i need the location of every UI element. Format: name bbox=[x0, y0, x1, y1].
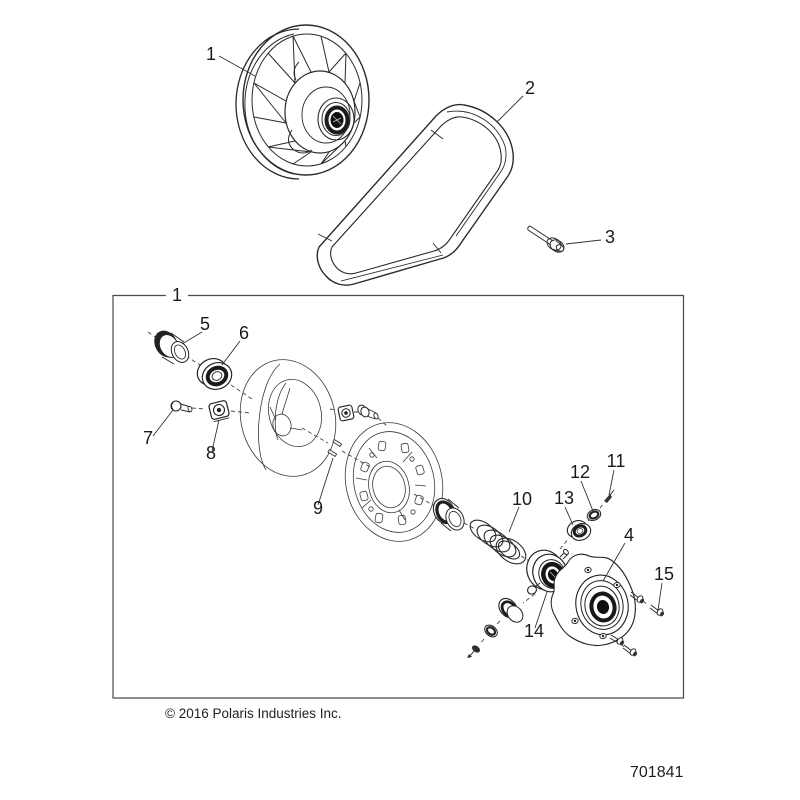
lower-hardware-drawing bbox=[467, 597, 524, 658]
callout-15-screw: 15 bbox=[654, 564, 674, 584]
retainer-clip-drawing bbox=[604, 489, 615, 503]
washer-drawing bbox=[586, 508, 602, 522]
spacer-bushing-drawing bbox=[432, 497, 465, 532]
callout-8-nut: 8 bbox=[206, 443, 216, 463]
cover-plate-drawing bbox=[550, 553, 636, 647]
callout-3-bolt: 3 bbox=[605, 227, 615, 247]
callout-13-bearing: 13 bbox=[554, 488, 574, 508]
callout-12-washer: 12 bbox=[570, 462, 590, 482]
sheave-disc-drawing bbox=[239, 359, 337, 477]
callout-9-pin: 9 bbox=[313, 498, 323, 518]
callout-14-housing: 14 bbox=[524, 621, 544, 641]
copyright-text: © 2016 Polaris Industries Inc. bbox=[165, 706, 342, 721]
drawing-number: 701841 bbox=[630, 764, 683, 781]
pins-drawing bbox=[327, 439, 343, 458]
small-bearing-drawing bbox=[566, 520, 592, 541]
callout-7-plug: 7 bbox=[143, 428, 153, 448]
callout-1-assembly: 1 bbox=[172, 285, 182, 305]
assembly-box bbox=[112, 294, 685, 699]
bushing-drawing bbox=[154, 330, 190, 365]
plug-drawing bbox=[170, 400, 193, 413]
callout-10-spring: 10 bbox=[512, 489, 532, 509]
callout-4-cover: 4 bbox=[624, 525, 634, 545]
callout-1-pulley: 1 bbox=[206, 44, 216, 64]
cover-bolts-drawing bbox=[609, 591, 665, 657]
callout-5-bushing: 5 bbox=[200, 314, 210, 334]
callout-11-retainer: 11 bbox=[607, 451, 626, 471]
roller-nut-drawing bbox=[337, 404, 379, 422]
spider-plate-drawing bbox=[344, 422, 444, 542]
bearing-drawing bbox=[196, 358, 233, 390]
spring-drawing bbox=[469, 519, 527, 565]
callout-2-belt: 2 bbox=[525, 78, 535, 98]
mounting-bolt-drawing bbox=[527, 225, 565, 253]
drive-belt-drawing bbox=[316, 103, 514, 286]
driven-clutch-drawing bbox=[235, 24, 370, 180]
nut-drawing bbox=[208, 400, 230, 423]
callout-6-bearing: 6 bbox=[239, 323, 249, 343]
leader-lines bbox=[152, 55, 663, 629]
